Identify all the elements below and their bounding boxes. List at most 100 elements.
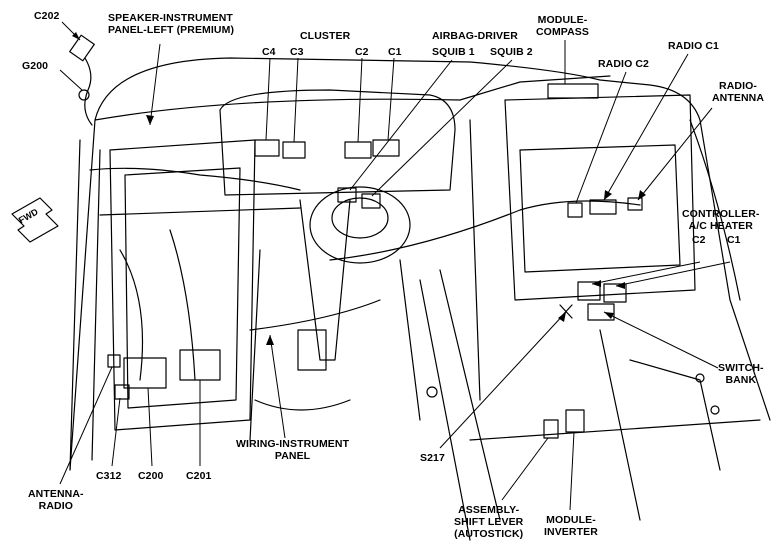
console-floor	[469, 419, 761, 441]
radio-bay-inner	[519, 144, 681, 273]
harness-lower	[119, 249, 144, 381]
arrowhead-s217	[558, 312, 566, 322]
controller-connector-c1	[603, 283, 627, 303]
label-controller-line1: CONTROLLER-	[682, 208, 760, 220]
label-antenna-line1: ANTENNA-	[28, 488, 84, 500]
cluster-connector-c1	[372, 139, 400, 157]
arrowhead-ctrl-c1	[616, 282, 625, 289]
label-cluster-c4: C4	[262, 46, 276, 58]
label-cluster-c3: C3	[290, 46, 304, 58]
leader-c1-cluster	[387, 57, 395, 141]
frame-rail	[99, 207, 301, 216]
label-cluster-c1: C1	[388, 46, 402, 58]
arrowhead-speaker	[146, 115, 154, 125]
left-frame	[109, 139, 256, 431]
label-c201: C201	[186, 470, 212, 482]
shift-lever-connector	[543, 419, 559, 439]
leader-antenna	[59, 366, 113, 485]
leader-c312	[111, 397, 121, 467]
leader-radio-c2	[575, 71, 627, 204]
radio-connector-c2	[567, 202, 583, 218]
label-g200: G200	[22, 60, 49, 72]
leader-c3	[293, 57, 299, 143]
cluster-connector-c3	[282, 141, 306, 159]
radio-connector-c1	[589, 199, 617, 215]
label-controller-c2: C2	[692, 234, 706, 246]
label-antenna-radio: ANTENNA- RADIO	[28, 488, 84, 512]
leader-squib1	[349, 59, 453, 191]
leader-c200	[147, 387, 153, 467]
squib-connector-2	[361, 193, 381, 209]
leader-radio-c1	[603, 53, 689, 201]
squib-connector-1	[337, 187, 357, 203]
c201-connector	[179, 349, 221, 381]
cluster-connector-c4	[254, 139, 280, 157]
bolt-2	[695, 373, 705, 383]
arrowhead-switch-bank	[604, 312, 614, 319]
c200-connector	[123, 357, 167, 389]
arrowhead-radio-antenna	[638, 190, 646, 200]
frame-detail-2	[254, 399, 351, 411]
label-airbag-driver: AIRBAG-DRIVER	[432, 30, 518, 42]
label-radio-antenna: RADIO- ANTENNA	[712, 80, 764, 104]
label-module-inverter: MODULE- INVERTER	[544, 514, 598, 538]
c312-connector	[114, 384, 130, 400]
left-pillar-inner	[91, 149, 101, 461]
label-wiring-line1: WIRING-INSTRUMENT	[236, 438, 350, 450]
leader-shift	[501, 437, 549, 501]
label-c312: C312	[96, 470, 122, 482]
leader-wiring	[269, 334, 286, 439]
label-switch-bank: SWITCH- BANK	[718, 362, 764, 386]
leader-squib2	[371, 59, 513, 197]
leader-speaker	[149, 43, 161, 126]
arrowhead-c202	[72, 32, 80, 40]
leader-c2-cluster	[357, 57, 363, 143]
g200-ground	[78, 89, 90, 101]
steering-column	[299, 199, 351, 361]
label-controller-ac-heater: CONTROLLER- A/C HEATER	[682, 208, 760, 232]
label-cluster: CLUSTER	[300, 30, 351, 42]
c202-connector	[69, 34, 95, 62]
dash-top-edge	[94, 75, 611, 121]
frame-detail-6	[629, 359, 721, 471]
bolt-1	[426, 386, 438, 398]
fwd-arrow-shape	[11, 197, 59, 243]
label-wiring-instrument-panel: WIRING-INSTRUMENT PANEL	[236, 438, 349, 462]
left-frame-inner	[124, 167, 241, 409]
controller-connector-c2	[577, 281, 601, 301]
harness-right	[329, 200, 641, 261]
leader-ctrl-c1	[615, 261, 731, 287]
frame-detail-5	[689, 119, 741, 301]
label-wiring-line2: PANEL	[274, 450, 311, 462]
harness-cross	[249, 299, 381, 331]
harness-main	[89, 167, 301, 191]
label-module-compass: MODULE- COMPASS	[536, 14, 589, 38]
left-pillar	[69, 139, 81, 471]
steering-hub	[309, 186, 411, 264]
leader-ctrl-c2	[591, 261, 701, 285]
dash-outline	[69, 57, 771, 471]
arrowhead-radio-c1	[604, 190, 612, 200]
frame-detail-4	[469, 119, 481, 401]
column-base	[297, 329, 327, 371]
frame-detail-3	[399, 259, 421, 421]
console-right	[599, 329, 641, 521]
leader-g200	[59, 69, 83, 91]
c202-cable	[84, 57, 93, 126]
label-radio-antenna-line2: ANTENNA	[712, 92, 765, 104]
radio-bay	[504, 94, 696, 301]
leader-inverter	[569, 431, 575, 511]
frame-detail-1	[249, 249, 261, 441]
switch-bank-connector	[587, 303, 615, 321]
airbag-module	[331, 197, 389, 239]
harness-lower-2	[169, 229, 196, 381]
label-compass-line2: COMPASS	[536, 26, 590, 38]
label-speaker-instrument-panel-left: SPEAKER-INSTRUMENT PANEL-LEFT (PREMIUM)	[108, 12, 234, 36]
label-controller-c1: C1	[727, 234, 741, 246]
console-left-2	[439, 269, 501, 521]
label-compass-line1: MODULE-	[537, 14, 588, 26]
label-squib-1: SQUIB 1	[432, 46, 475, 58]
cluster-connector-c2	[344, 141, 372, 159]
